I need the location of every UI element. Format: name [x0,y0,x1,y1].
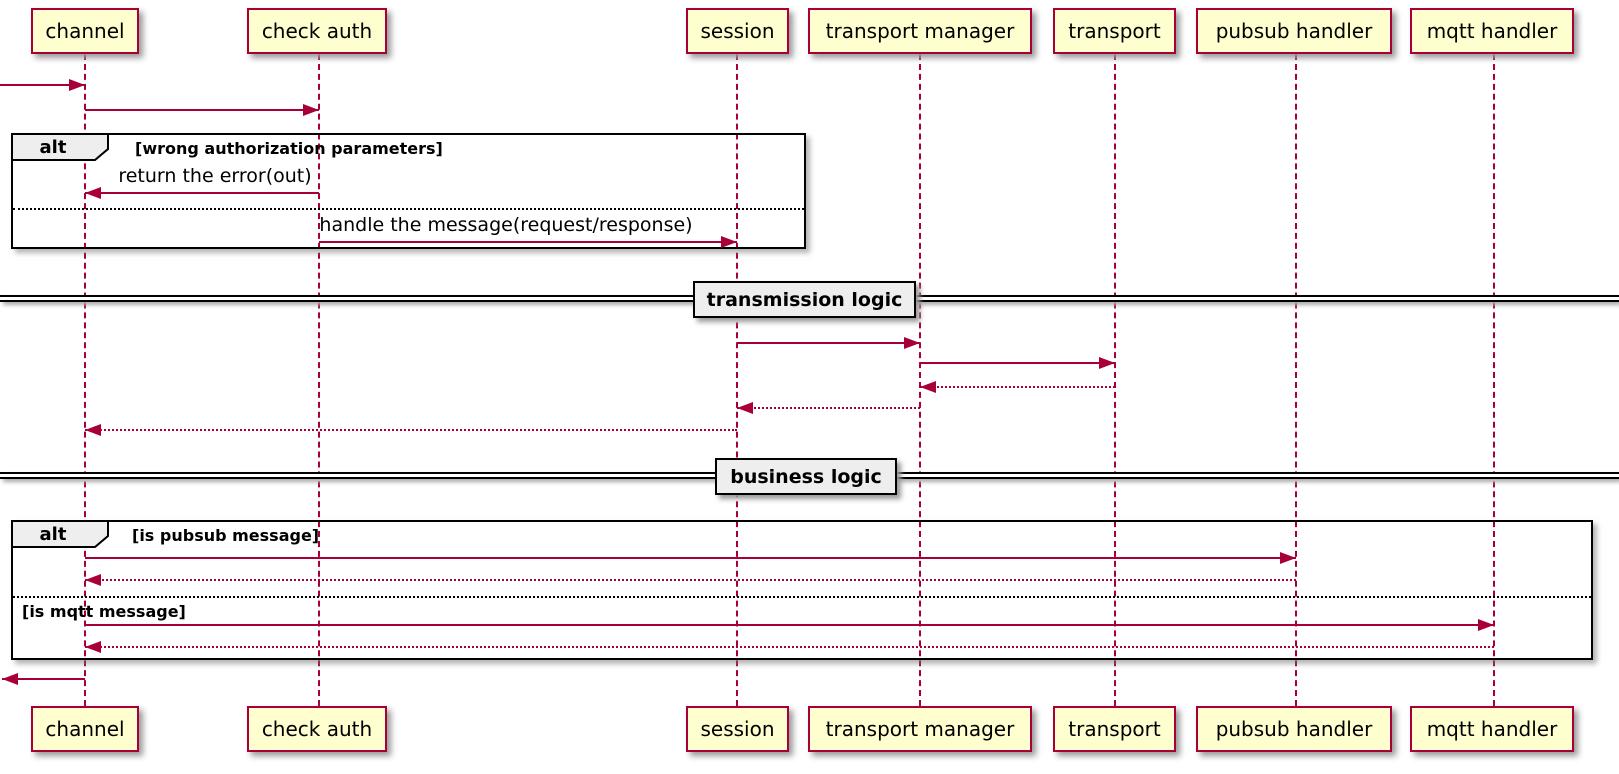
guard-condition: [is pubsub message] [132,526,320,545]
message-line [920,362,1115,364]
message-line [85,192,319,194]
message-line [319,241,737,243]
alt-frame: alt [wrong authorization parameters] [11,133,806,249]
message-label: handle the message(request/response) [319,214,693,236]
message-line [85,557,1296,559]
guard-condition: [is mqtt message] [22,602,186,621]
alt-operator-tab [11,133,110,162]
message-line [85,624,1494,626]
message-arrowhead [303,104,319,116]
message-arrowhead [69,79,85,91]
alt-else-divider [13,596,1591,598]
lifeline-session [736,54,738,706]
participant-top-pubsub-handler: pubsub handler [1196,8,1392,54]
lifeline-mqtt-handler [1493,54,1495,706]
message-line [737,342,920,344]
message-arrowhead [920,381,936,393]
participant-bottom-pubsub-handler: pubsub handler [1196,706,1392,752]
message-arrowhead [85,641,101,653]
participant-bottom-channel: channel [31,706,139,752]
participant-bottom-check-auth: check auth [247,706,387,752]
participant-top-channel: channel [31,8,139,54]
participant-bottom-transport-manager: transport manager [808,706,1032,752]
message-arrowhead [1099,357,1115,369]
message-arrowhead [737,402,753,414]
divider-label: business logic [715,458,897,495]
message-arrowhead [85,187,101,199]
lifeline-pubsub-handler [1295,54,1297,706]
message-label: return the error(out) [118,165,312,187]
message-arrowhead [85,574,101,586]
message-arrowhead [721,236,737,248]
message-arrowhead [85,424,101,436]
participant-top-transport: transport [1053,8,1176,54]
participant-top-session: session [686,8,789,54]
participant-top-mqtt-handler: mqtt handler [1410,8,1574,54]
message-line [2,678,85,680]
divider-label: transmission logic [693,281,916,318]
participant-bottom-session: session [686,706,789,752]
alt-operator-label: alt [39,137,67,158]
lifeline-check-auth [318,54,320,706]
participant-top-transport-manager: transport manager [808,8,1032,54]
message-arrowhead [2,673,18,685]
participant-bottom-mqtt-handler: mqtt handler [1410,706,1574,752]
alt-operator-tab [11,520,110,549]
message-line [85,579,1296,581]
lifeline-channel [84,54,86,706]
message-line [85,109,319,111]
message-arrowhead [1478,619,1494,631]
message-line [0,84,85,86]
message-line [737,407,920,409]
lifeline-transport [1114,54,1116,706]
message-arrowhead [1280,552,1296,564]
alt-operator-label: alt [39,524,67,545]
message-line [85,429,737,431]
alt-else-divider [13,208,804,210]
message-line [920,386,1115,388]
participant-bottom-transport: transport [1053,706,1176,752]
lifeline-transport-manager [919,54,921,706]
participant-top-check-auth: check auth [247,8,387,54]
guard-condition: [wrong authorization parameters] [135,139,443,158]
message-line [85,646,1494,648]
message-arrowhead [904,337,920,349]
alt-frame: alt [is pubsub message] [is mqtt message] [11,520,1593,660]
